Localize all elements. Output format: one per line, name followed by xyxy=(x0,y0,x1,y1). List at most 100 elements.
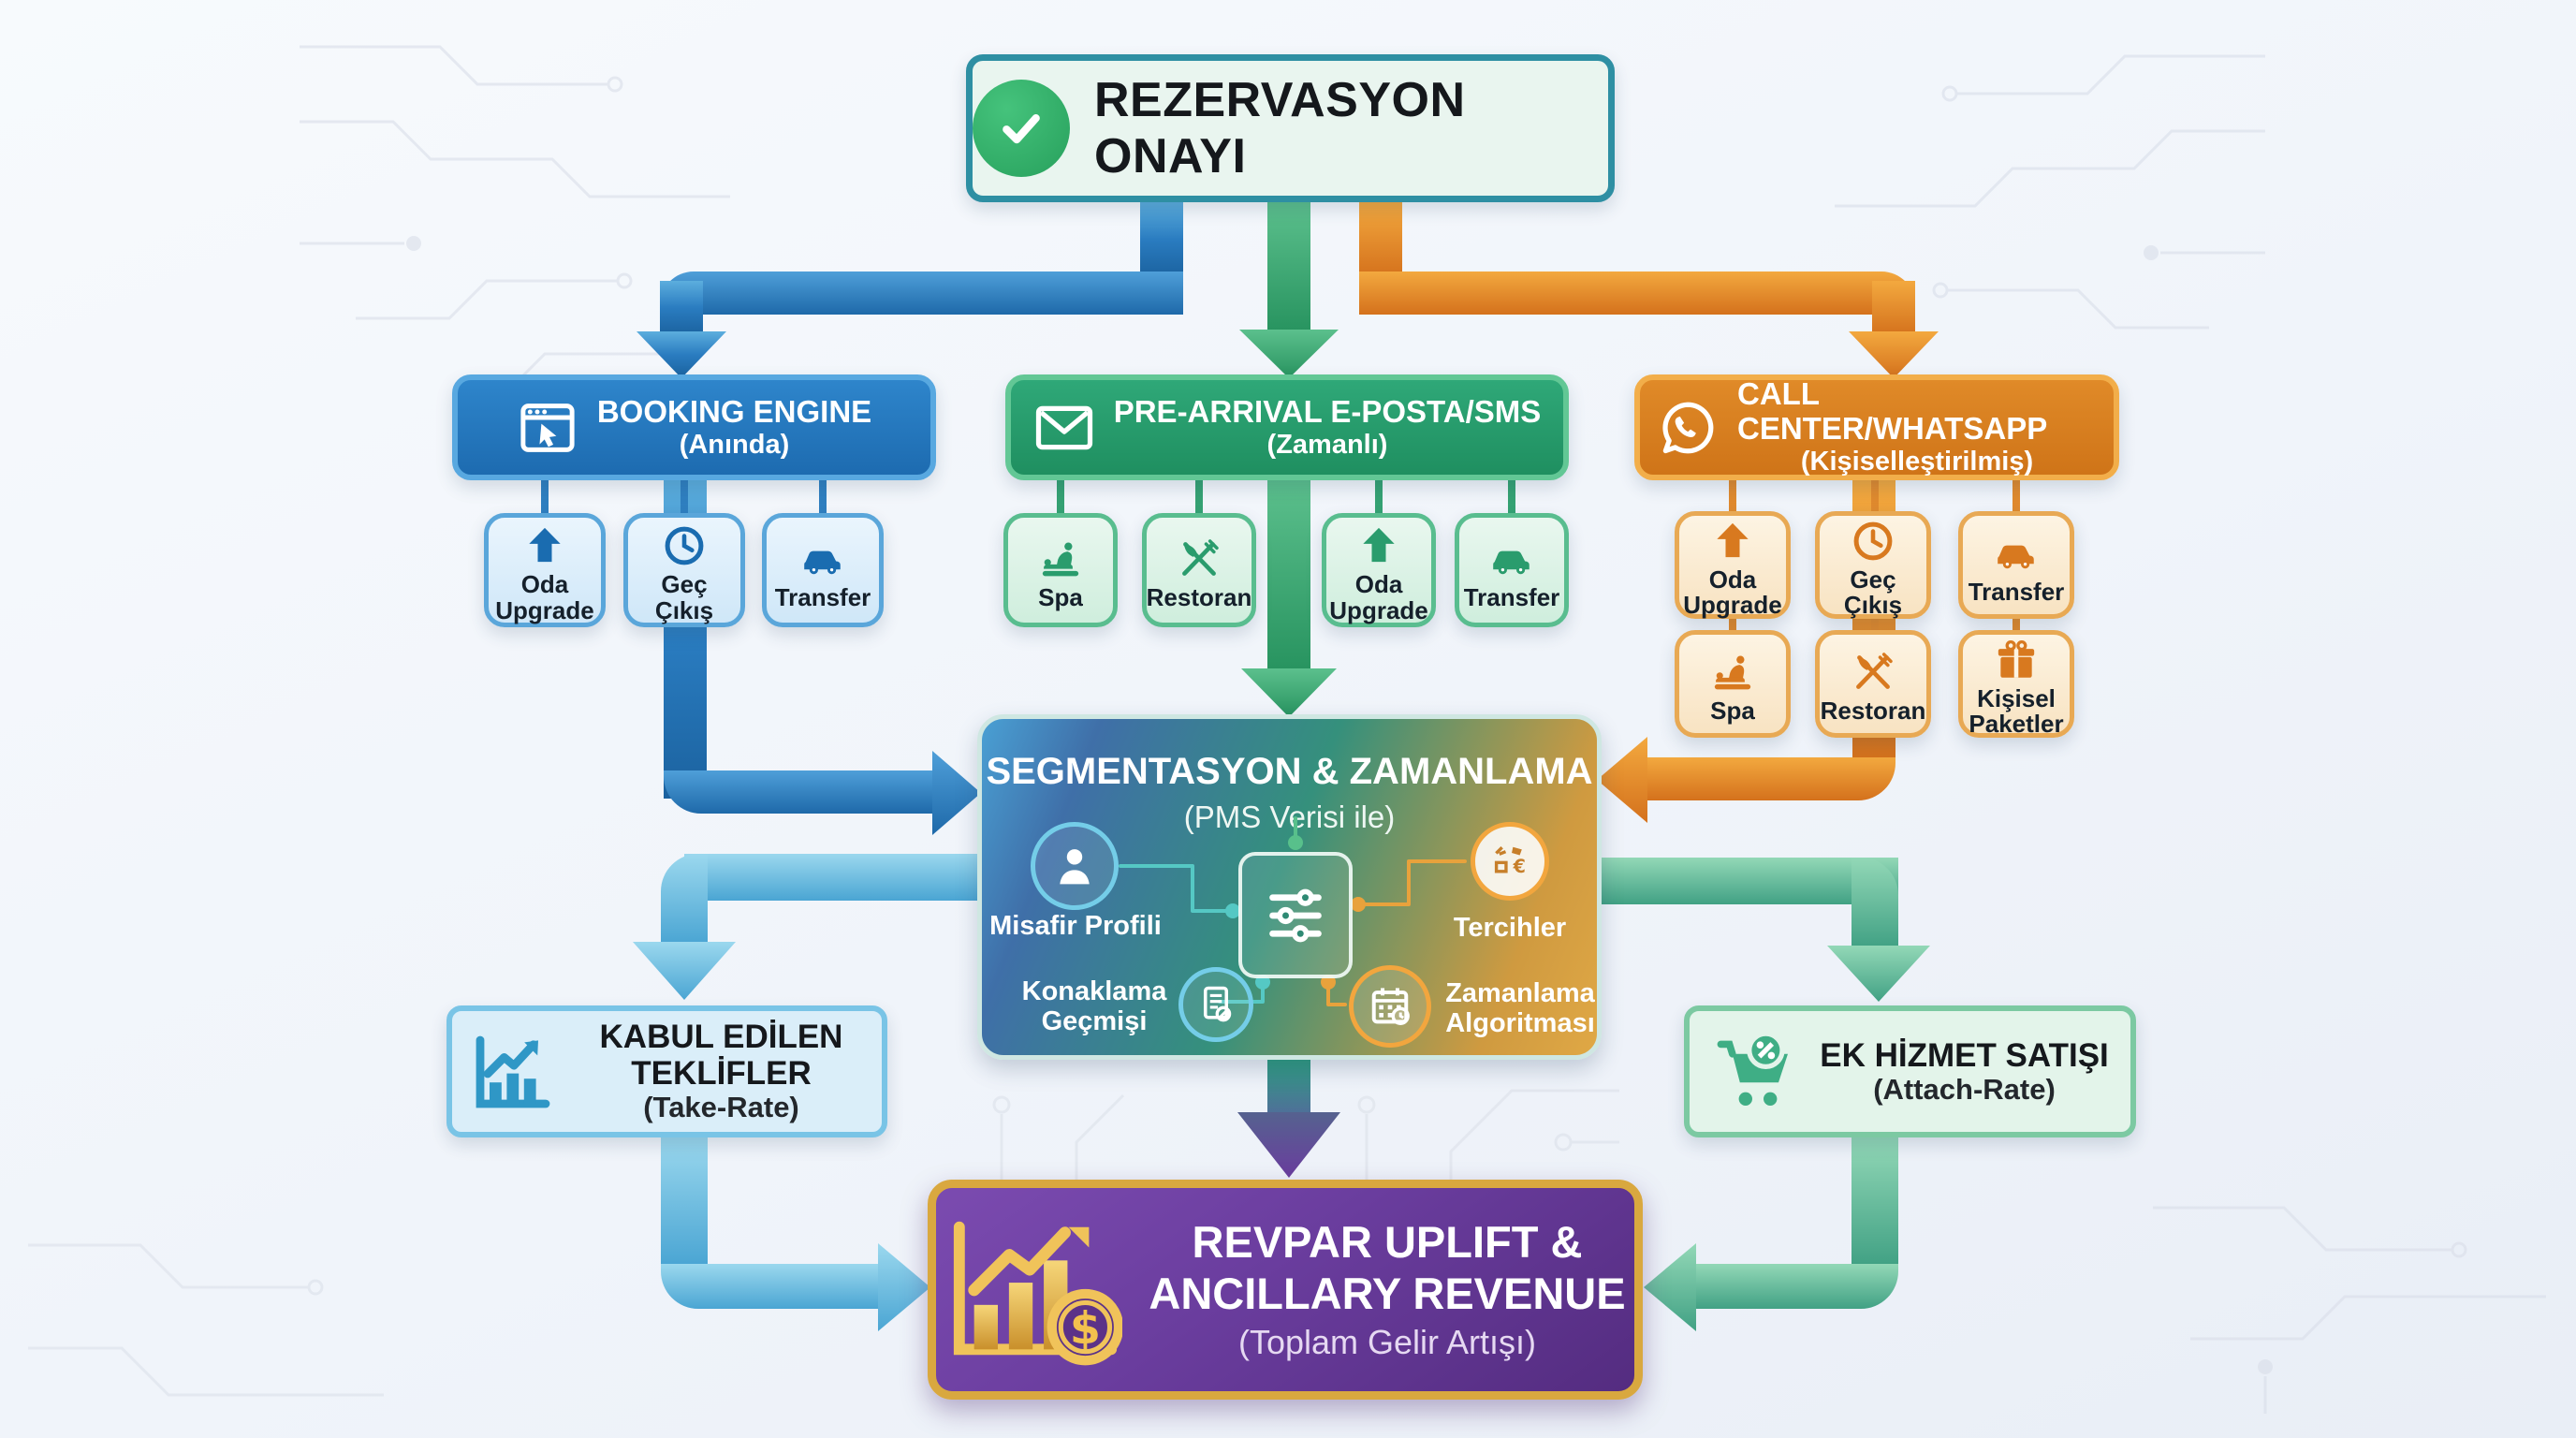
car-icon xyxy=(1488,536,1535,582)
channel-booking-engine: BOOKING ENGINE (Anında) xyxy=(452,374,936,480)
attach-rate-box: EK HİZMET SATIŞI (Attach-Rate) xyxy=(1684,1005,2136,1137)
arrowhead-attachrate-to-outcome xyxy=(1644,1243,1696,1331)
offer-booking-late-checkout: Geç Çıkış xyxy=(623,513,745,627)
spa-icon xyxy=(1037,536,1084,582)
attach-rate-subtitle: (Attach-Rate) xyxy=(1873,1072,2056,1106)
browser-icon xyxy=(517,397,578,459)
offer-callcenter-personal-packages: Kişisel Paketler xyxy=(1958,630,2074,738)
connector-booking-item3 xyxy=(819,480,827,513)
arrow-prearrival-vertical xyxy=(1267,480,1310,672)
outcome-box: REVPAR UPLIFT & ANCILLARY REVENUE (Topla… xyxy=(928,1180,1643,1400)
segmentation-engine-icon xyxy=(1238,852,1353,978)
offer-prearrival-transfer: Transfer xyxy=(1455,513,1569,627)
arrowhead-to-prearrival xyxy=(1239,330,1339,378)
arrow-up-icon xyxy=(1709,518,1756,565)
timing-algorithm-label: Zamanlama Algoritması xyxy=(1445,978,1595,1038)
arrow-segmentation-to-takerate-drop xyxy=(661,854,708,944)
arrowhead-booking-to-segmentation xyxy=(932,751,981,835)
connector-prearrival-item2 xyxy=(1195,480,1203,513)
offer-label: Oda Upgrade xyxy=(495,570,594,624)
call-center-subtitle: (Kişiselleştirilmiş) xyxy=(1800,447,2034,477)
gold-chart-coin-icon xyxy=(944,1211,1122,1370)
arrow-top-orange-drop xyxy=(1872,281,1915,335)
connector-callcenter-item5 xyxy=(1871,617,1879,632)
pre-arrival-title: PRE-ARRIVAL E-POSTA/SMS xyxy=(1113,393,1542,429)
arrow-takerate-out-vertical xyxy=(661,1137,708,1266)
stay-history-icon xyxy=(1178,967,1253,1042)
arrow-attachrate-out-vertical xyxy=(1852,1137,1898,1266)
reservation-confirmation-title: REZERVASYON ONAYI xyxy=(1094,73,1466,183)
channel-call-center: CALL CENTER/WHATSAPP (Kişiselleştirilmiş… xyxy=(1634,374,2119,480)
offer-label: Spa xyxy=(1038,582,1083,611)
booking-engine-subtitle: (Anında) xyxy=(679,429,790,460)
arrow-up-icon xyxy=(521,522,568,569)
offer-label: Geç Çıkış xyxy=(654,570,714,624)
preferences-label: Tercihler xyxy=(1453,913,1567,943)
spa-icon xyxy=(1709,649,1756,696)
guest-profile-label: Misafir Profili xyxy=(989,911,1162,941)
offer-label: Transfer xyxy=(774,582,871,611)
car-icon xyxy=(1993,530,2040,577)
connector-callcenter-item4 xyxy=(1729,617,1736,632)
connector-callcenter-item6 xyxy=(2012,617,2020,632)
connector-callcenter-item3 xyxy=(2012,480,2020,511)
arrow-takerate-out-horizontal xyxy=(661,1264,880,1309)
arrow-segmentation-to-attachrate-horizontal xyxy=(1602,858,1898,904)
offer-booking-room-upgrade: Oda Upgrade xyxy=(484,513,606,627)
offer-label: Oda Upgrade xyxy=(1329,570,1428,624)
arrow-segmentation-to-takerate-horizontal xyxy=(684,854,977,901)
connector-prearrival-item4 xyxy=(1508,480,1515,513)
attach-rate-title: EK HİZMET SATIŞI xyxy=(1820,1036,2109,1074)
connector-callcenter-item1 xyxy=(1729,480,1736,511)
arrow-segmentation-to-attachrate-drop xyxy=(1852,858,1898,947)
restaurant-icon xyxy=(1176,536,1222,582)
connector-prearrival-item1 xyxy=(1057,480,1064,513)
arrow-callcenter-horizontal xyxy=(1646,757,1895,800)
arrowhead-to-attachrate xyxy=(1827,946,1930,1002)
booking-engine-title: BOOKING ENGINE xyxy=(596,393,872,429)
gift-icon xyxy=(1993,637,2040,683)
offer-callcenter-late-checkout: Geç Çıkış xyxy=(1815,511,1931,619)
clock-icon xyxy=(1850,518,1896,565)
cart-percent-icon xyxy=(1711,1027,1801,1117)
channel-pre-arrival: PRE-ARRIVAL E-POSTA/SMS (Zamanlı) xyxy=(1005,374,1569,480)
arrow-top-orange-stem xyxy=(1359,202,1402,277)
guest-profile-icon xyxy=(1031,822,1119,910)
offer-label: Transfer xyxy=(1463,582,1560,611)
arrow-up-icon xyxy=(1355,522,1402,569)
arrowhead-prearrival-to-segmentation xyxy=(1241,668,1337,717)
offer-label: Oda Upgrade xyxy=(1683,565,1782,619)
chart-up-icon xyxy=(467,1027,557,1117)
arrow-booking-horizontal xyxy=(664,770,934,814)
segmentation-hub: SEGMENTASYON & ZAMANLAMA (PMS Verisi ile… xyxy=(977,714,1602,1060)
offer-callcenter-spa: Spa xyxy=(1675,630,1791,738)
circuit-pattern-bottom-left xyxy=(28,1243,384,1397)
offer-callcenter-room-upgrade: Oda Upgrade xyxy=(1675,511,1791,619)
offer-label: Kişisel Paketler xyxy=(1969,683,2064,738)
arrowhead-to-takerate xyxy=(633,942,736,1000)
arrow-top-blue-stem xyxy=(1140,202,1183,277)
segmentation-title: SEGMENTASYON & ZAMANLAMA xyxy=(986,751,1593,792)
arrow-top-green-stem xyxy=(1267,202,1310,333)
arrow-attachrate-out-horizontal xyxy=(1696,1264,1898,1309)
offer-label: Restoran xyxy=(1820,697,1926,726)
timing-algorithm-icon xyxy=(1349,965,1431,1048)
checkmark-icon xyxy=(973,80,1070,177)
offer-label: Spa xyxy=(1710,697,1755,726)
connector-callcenter-item2 xyxy=(1871,480,1879,511)
preferences-icon xyxy=(1471,822,1549,901)
offer-prearrival-restaurant: Restoran xyxy=(1142,513,1256,627)
arrow-top-orange-horizontal xyxy=(1359,271,1915,315)
connector-booking-item2 xyxy=(681,480,688,513)
arrow-top-blue-horizontal xyxy=(660,271,1183,315)
offer-prearrival-room-upgrade: Oda Upgrade xyxy=(1322,513,1436,627)
offer-label: Restoran xyxy=(1146,582,1252,611)
pre-arrival-subtitle: (Zamanlı) xyxy=(1266,429,1388,460)
whatsapp-icon xyxy=(1657,397,1719,459)
call-center-title: CALL CENTER/WHATSAPP xyxy=(1737,376,2048,447)
offer-label: Geç Çıkış xyxy=(1843,565,1903,619)
offer-label: Transfer xyxy=(1968,578,2065,607)
arrow-top-blue-drop xyxy=(660,281,703,335)
circuit-pattern-bottom-right xyxy=(2153,1206,2546,1414)
connector-booking-item1 xyxy=(541,480,549,513)
